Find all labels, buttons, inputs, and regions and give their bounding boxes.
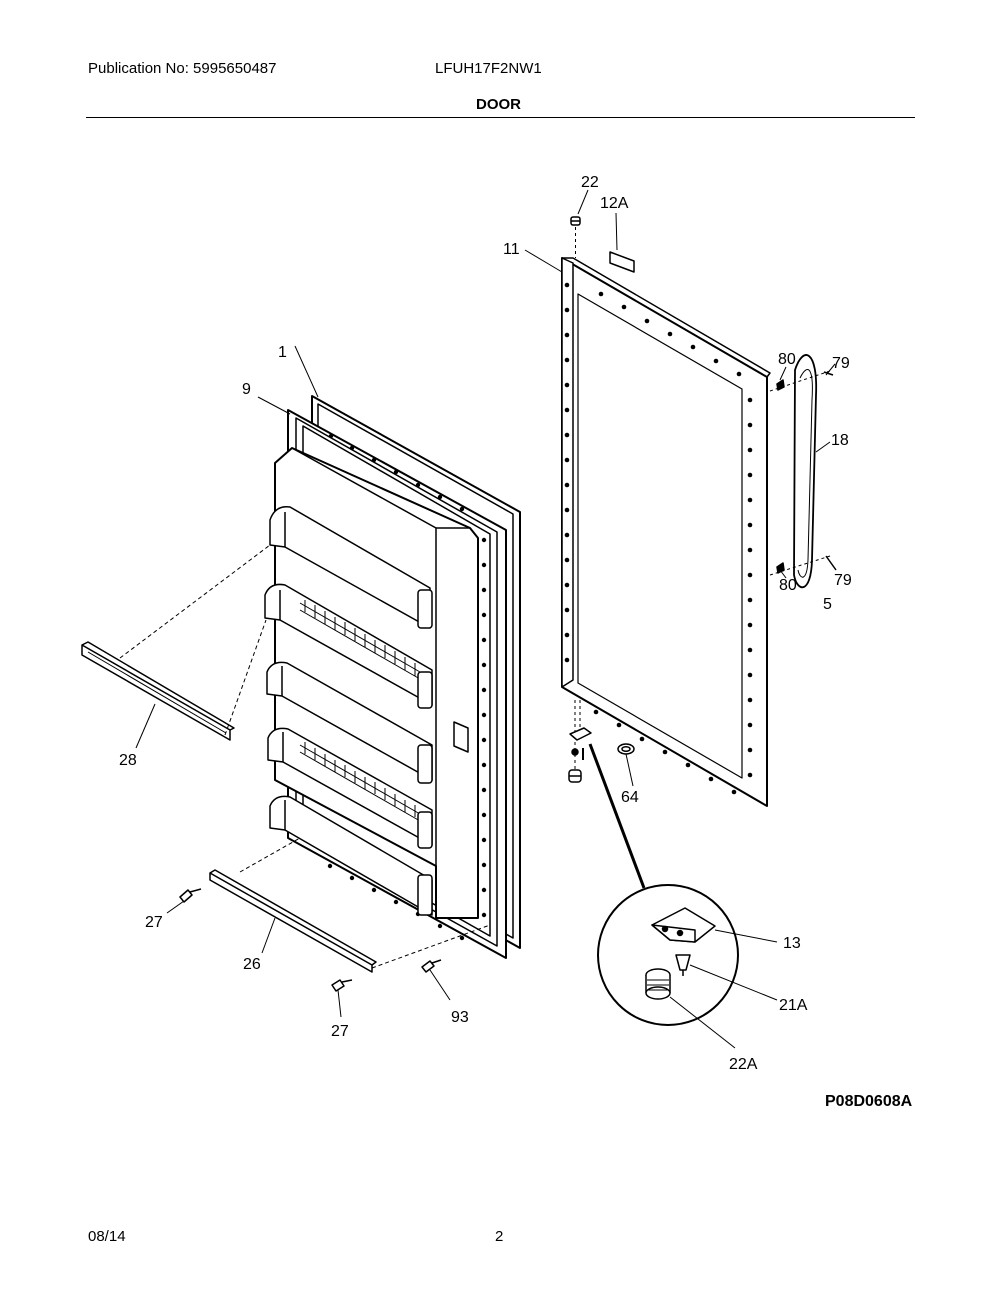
label-12a: 12A — [600, 195, 629, 212]
shelf-retainer-bar-28 — [81, 544, 271, 749]
label-79-bottom: 79 — [834, 572, 852, 589]
publication-number: Publication No: 5995650487 — [88, 60, 277, 77]
label-28: 28 — [119, 752, 137, 769]
label-27-bottom: 27 — [331, 1023, 349, 1040]
section-title: DOOR — [476, 96, 521, 113]
part-labels: 22 12A 11 1 9 80 79 18 80 79 5 28 64 27 … — [119, 174, 913, 1110]
top-hinge-plug-22 — [570, 189, 589, 258]
label-13: 13 — [783, 935, 801, 952]
label-plate-12a — [609, 251, 635, 273]
bottom-trim-26 — [209, 837, 491, 973]
hinge-detail-zoom — [597, 884, 778, 1049]
screws — [166, 888, 451, 1018]
label-93: 93 — [451, 1009, 469, 1026]
label-22: 22 — [581, 174, 599, 191]
label-80-top: 80 — [778, 351, 796, 368]
bottom-hinge-parts — [568, 700, 646, 889]
label-22a: 22A — [729, 1056, 758, 1073]
label-26: 26 — [243, 956, 261, 973]
label-64: 64 — [621, 789, 639, 806]
label-21a: 21A — [779, 997, 808, 1014]
outer-door-panel — [561, 257, 771, 807]
label-1: 1 — [278, 344, 287, 361]
label-18: 18 — [831, 432, 849, 449]
drawing-code: P08D0608A — [825, 1093, 913, 1110]
model-number: LFUH17F2NW1 — [435, 60, 542, 77]
label-27-left: 27 — [145, 914, 163, 931]
header-rule — [86, 117, 915, 118]
label-80-bottom: 80 — [779, 577, 797, 594]
label-9: 9 — [242, 381, 251, 398]
footer-date: 08/14 — [88, 1228, 126, 1245]
label-11: 11 — [503, 241, 520, 258]
door-handle — [769, 354, 837, 589]
inner-door-liner — [264, 447, 479, 919]
label-79-top: 79 — [832, 355, 850, 372]
page-number: 2 — [495, 1228, 504, 1245]
label-5: 5 — [823, 596, 832, 613]
